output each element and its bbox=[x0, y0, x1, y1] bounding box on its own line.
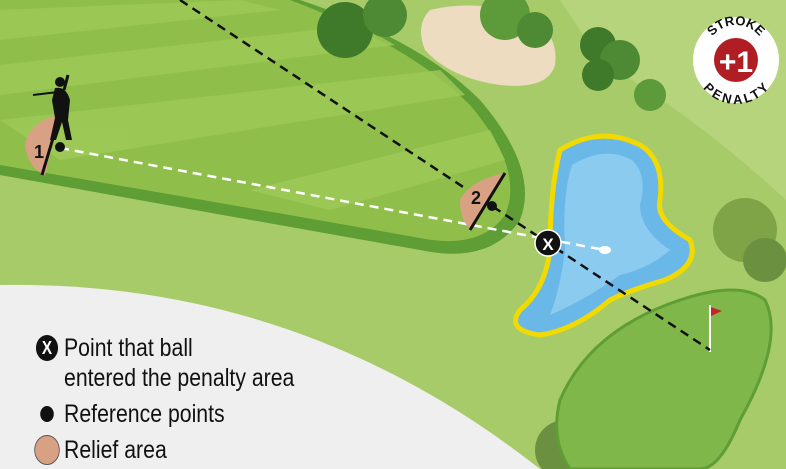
reference-label-1: 1 bbox=[34, 142, 44, 162]
flag-pin bbox=[709, 305, 722, 352]
ball-flight-line bbox=[59, 146, 606, 252]
line-of-play-to-hole bbox=[179, 0, 711, 352]
out-of-play-area bbox=[0, 284, 540, 469]
reference-point-legend-icon bbox=[40, 406, 54, 422]
fairway bbox=[0, 0, 525, 254]
penalty-entry-point-marker: X bbox=[534, 229, 562, 257]
ball-in-water bbox=[599, 246, 611, 254]
relief-area-2: 2 bbox=[460, 172, 507, 231]
svg-text:X: X bbox=[542, 235, 554, 254]
relief-area-legend-icon bbox=[34, 435, 60, 465]
legend-entry-line1: Point that ball bbox=[64, 333, 193, 362]
reference-point-2 bbox=[487, 201, 497, 211]
golfer-silhouette bbox=[32, 74, 72, 140]
reference-point-1 bbox=[55, 142, 65, 152]
badge-value: +1 bbox=[719, 46, 753, 79]
legend-reference: Reference points bbox=[64, 399, 225, 428]
legend-relief: Relief area bbox=[64, 435, 167, 464]
entry-point-legend-icon: X bbox=[35, 335, 59, 361]
reference-label-2: 2 bbox=[471, 188, 481, 208]
penalty-area-pond bbox=[513, 133, 695, 338]
legend-entry-line2: entered the penalty area bbox=[64, 363, 295, 392]
stroke-penalty-badge: +1 STROKE PENALTY bbox=[693, 13, 779, 107]
